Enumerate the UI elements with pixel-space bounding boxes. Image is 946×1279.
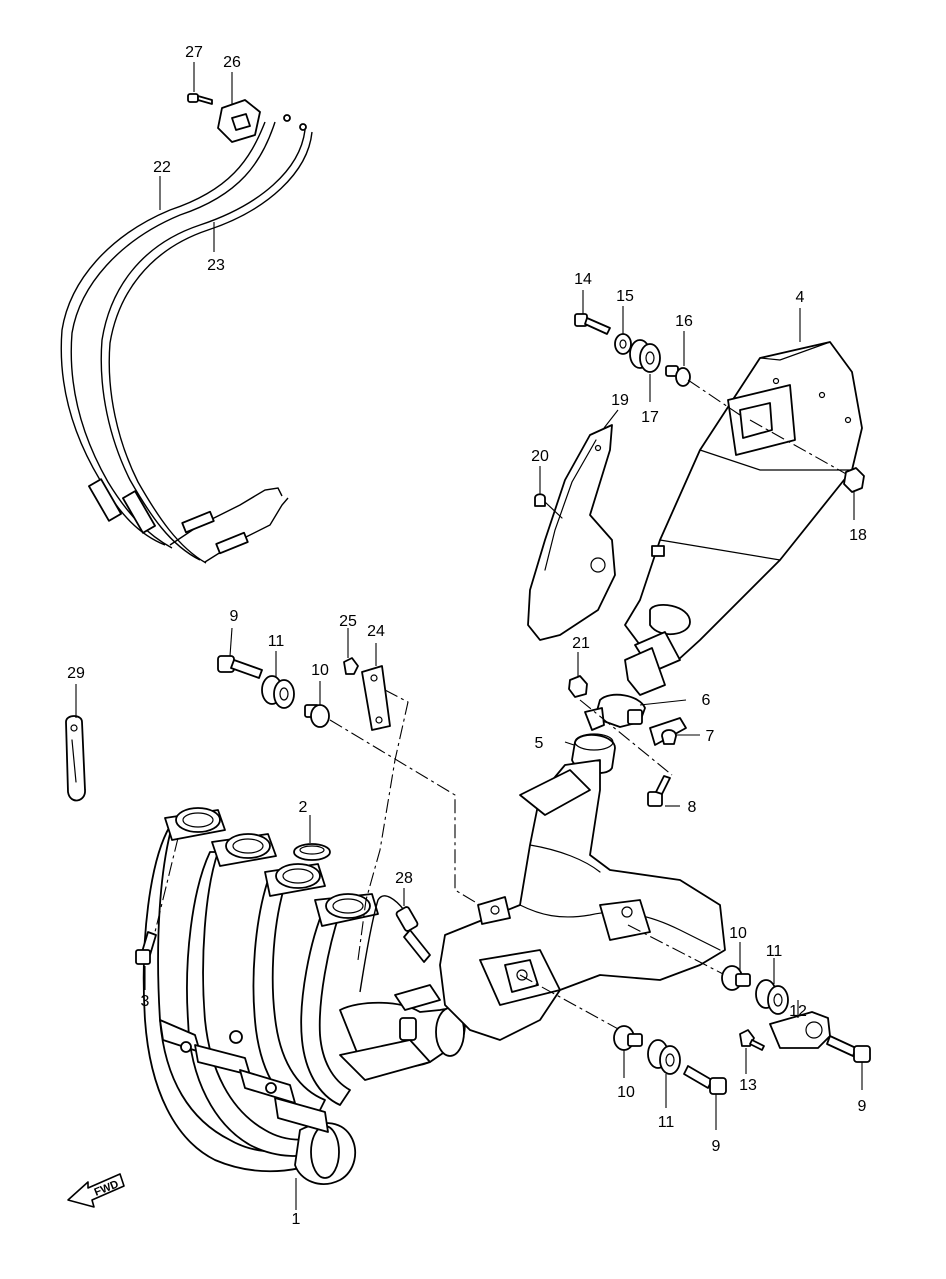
callout-13: 13 — [739, 1077, 757, 1094]
callout-10-upper: 10 — [311, 662, 329, 679]
callout-labels: 1 2 3 4 5 6 7 8 9 10 11 12 13 14 15 16 1… — [67, 44, 867, 1228]
throttle-cables — [60, 114, 313, 564]
callout-9-right: 9 — [858, 1098, 867, 1115]
callout-15: 15 — [616, 288, 634, 305]
callout-5: 5 — [535, 735, 544, 752]
callout-21: 21 — [572, 635, 590, 652]
muffler-bolt-14 — [574, 313, 611, 335]
callout-22: 22 — [153, 159, 171, 176]
callout-9-lower: 9 — [712, 1138, 721, 1155]
callout-2: 2 — [299, 799, 308, 816]
callout-11-right: 11 — [766, 943, 783, 960]
bracket-bolt — [187, 93, 213, 105]
leader-lines — [75, 62, 863, 1210]
collar-10-lower — [613, 1025, 643, 1051]
callout-1: 1 — [292, 1211, 301, 1228]
mount-bolt-9-upper — [217, 655, 263, 679]
callout-10-lower: 10 — [617, 1084, 635, 1101]
callout-11-upper: 11 — [268, 633, 285, 650]
washer-15 — [614, 333, 632, 355]
fwd-label: FWD — [93, 1178, 121, 1199]
forward-arrow-icon: FWD — [67, 1173, 125, 1208]
collar-10-upper — [304, 704, 330, 728]
mount-bolt-9-right — [826, 1035, 871, 1063]
callout-9-upper: 9 — [230, 608, 239, 625]
muffler — [624, 341, 863, 696]
bolt-13 — [739, 1029, 765, 1051]
callout-6: 6 — [702, 692, 711, 709]
callout-17: 17 — [641, 409, 659, 426]
heat-shield — [527, 424, 616, 641]
gasket-2 — [293, 843, 331, 861]
joint-clamp-6 — [584, 693, 646, 731]
callout-14: 14 — [574, 271, 592, 288]
nut-21 — [568, 675, 588, 698]
callout-16: 16 — [675, 313, 693, 330]
rubber-cushion-11-right — [755, 979, 789, 1015]
mount-bolt-9-lower — [683, 1065, 727, 1095]
rubber-cushion-17 — [629, 339, 661, 373]
callout-10-right: 10 — [729, 925, 747, 942]
collar-10-right — [721, 965, 751, 991]
callout-19: 19 — [611, 392, 629, 409]
callout-11-lower: 11 — [658, 1114, 675, 1131]
collar-16 — [665, 365, 691, 387]
clamp-bolt-8 — [647, 775, 671, 807]
shield-screw-20 — [534, 493, 563, 519]
rubber-cushion-11-lower — [647, 1039, 681, 1075]
o2-sensor — [359, 895, 431, 993]
callout-7: 7 — [706, 728, 715, 745]
stud-bolt-3 — [135, 931, 157, 965]
cable-bracket — [217, 99, 261, 143]
callout-25: 25 — [339, 613, 357, 630]
callout-24: 24 — [367, 623, 385, 640]
pipe-flanges — [164, 807, 379, 927]
callout-27: 27 — [185, 44, 203, 61]
callout-12: 12 — [789, 1003, 807, 1020]
callout-8: 8 — [688, 799, 697, 816]
callout-28: 28 — [395, 870, 413, 887]
callout-26: 26 — [223, 54, 241, 71]
clamp-strap — [65, 715, 86, 802]
rubber-cushion-11-upper — [261, 675, 295, 709]
callout-20: 20 — [531, 448, 549, 465]
nut-25 — [343, 657, 359, 675]
sensor-bracket-24 — [361, 665, 391, 731]
exhaust-pipe-assembly — [142, 825, 466, 1185]
callout-23: 23 — [207, 257, 225, 274]
callout-3: 3 — [141, 993, 150, 1010]
clip-7 — [649, 717, 687, 746]
catalyst-chamber — [439, 759, 726, 1041]
callout-29: 29 — [67, 665, 85, 682]
callout-4: 4 — [796, 289, 805, 306]
nut-18 — [843, 467, 865, 493]
callout-18: 18 — [849, 527, 867, 544]
